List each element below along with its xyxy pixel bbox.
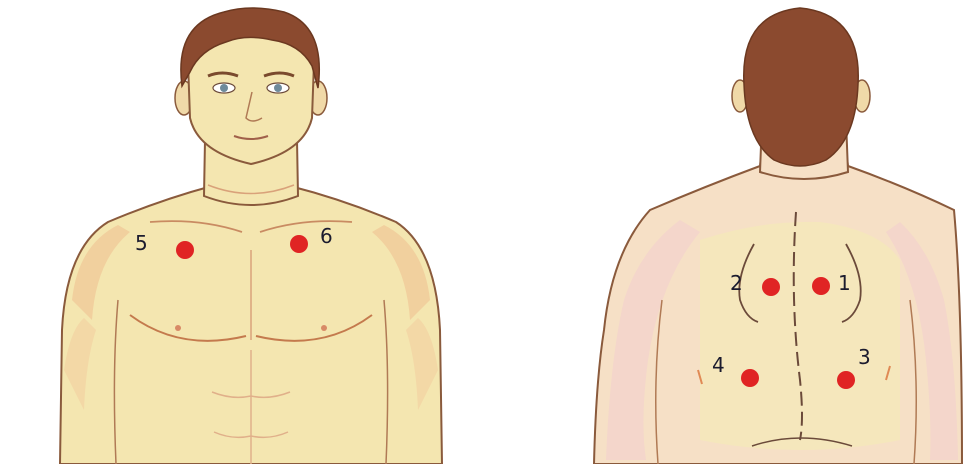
front-nipple-left [175,325,181,331]
point-2-marker [762,278,780,296]
back-head-hair [744,8,858,166]
back-center-yellow [700,222,900,450]
back-figure [594,8,962,464]
point-2-label: 2 [730,271,743,295]
point-5-marker [176,241,194,259]
point-1-marker [812,277,830,295]
front-figure [60,8,442,464]
point-6-marker [290,235,308,253]
point-4-marker [741,369,759,387]
point-3-label: 3 [858,345,871,369]
point-4-label: 4 [712,353,725,377]
point-1-label: 1 [838,271,851,295]
front-iris-left [220,84,228,92]
front-iris-right [274,84,282,92]
front-nipple-right [321,325,327,331]
point-6-label: 6 [320,224,333,248]
point-3-marker [837,371,855,389]
point-5-label: 5 [135,231,148,255]
